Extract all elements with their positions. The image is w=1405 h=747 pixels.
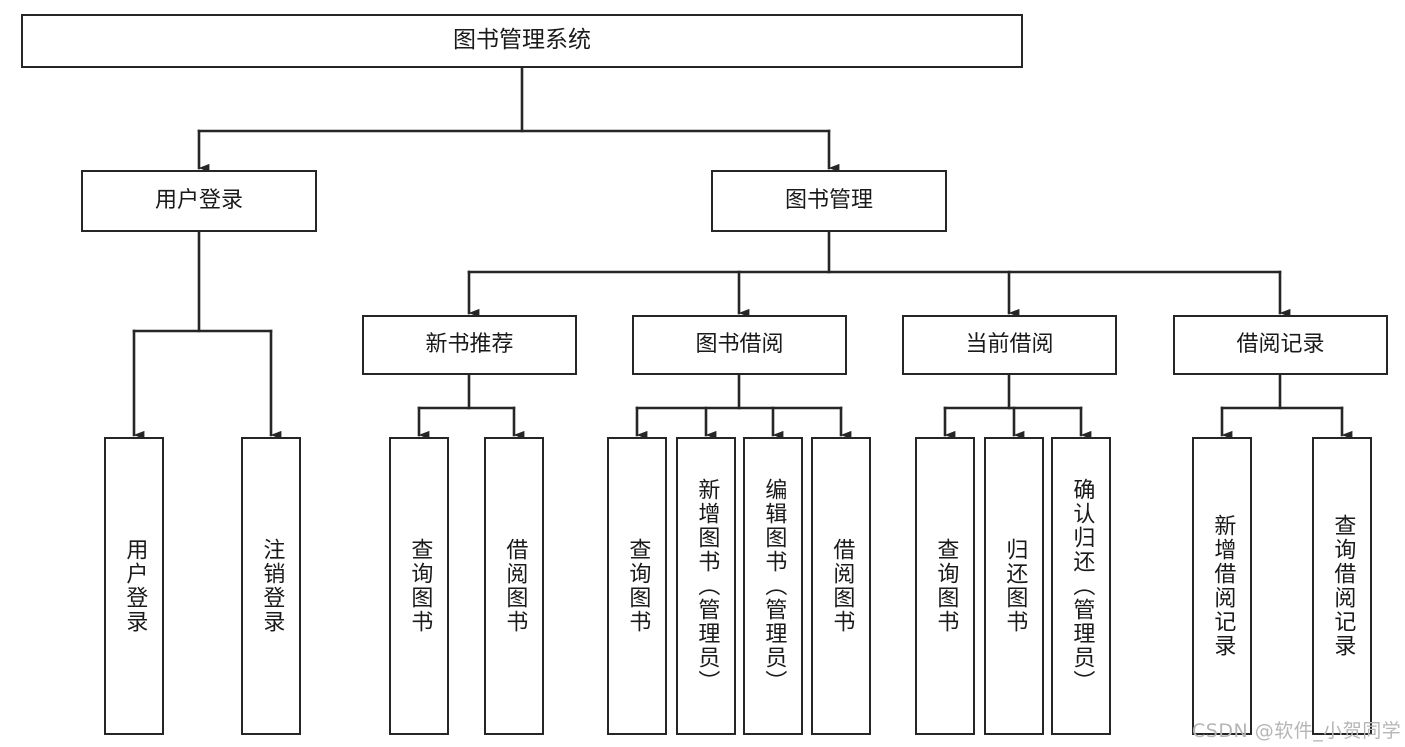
node-leaf-logout-login[interactable]: 注销登录: [241, 437, 301, 735]
node-leaf-confirm-return-admin[interactable]: 确认归还（管理员）: [1051, 437, 1111, 735]
node-leaf-query-book-1[interactable]: 查询图书: [389, 437, 449, 735]
node-leaf-add-borrow-record-label: 新增借阅记录: [1210, 514, 1236, 658]
node-leaf-user-login-label: 用户登录: [122, 538, 148, 634]
node-borrow-record-label: 借阅记录: [1236, 331, 1325, 357]
node-leaf-borrow-book-2-label: 借阅图书: [829, 538, 855, 634]
node-leaf-query-book-3-label: 查询图书: [933, 538, 959, 634]
node-book-borrow-label: 图书借阅: [695, 331, 784, 357]
node-leaf-borrow-book-1[interactable]: 借阅图书: [484, 437, 544, 735]
node-leaf-query-book-1-label: 查询图书: [407, 538, 433, 634]
node-leaf-query-book-3[interactable]: 查询图书: [915, 437, 975, 735]
node-book-manage[interactable]: 图书管理: [711, 170, 947, 232]
node-book-borrow[interactable]: 图书借阅: [632, 315, 847, 375]
node-leaf-edit-book-admin[interactable]: 编辑图书（管理员）: [743, 437, 803, 735]
node-leaf-edit-book-admin-label: 编辑图书（管理员）: [761, 478, 787, 694]
node-borrow-record[interactable]: 借阅记录: [1173, 315, 1388, 375]
node-user-login-label: 用户登录: [154, 187, 243, 213]
node-new-book-recommend[interactable]: 新书推荐: [362, 315, 577, 375]
node-leaf-borrow-book-2[interactable]: 借阅图书: [811, 437, 871, 735]
node-root-label: 图书管理系统: [453, 27, 591, 54]
node-leaf-logout-login-label: 注销登录: [259, 538, 285, 634]
node-leaf-add-book-admin-label: 新增图书（管理员）: [694, 478, 720, 694]
node-leaf-return-book-label: 归还图书: [1002, 538, 1028, 634]
node-user-login[interactable]: 用户登录: [81, 170, 317, 232]
node-leaf-user-login[interactable]: 用户登录: [104, 437, 164, 735]
node-root[interactable]: 图书管理系统: [21, 14, 1023, 68]
node-leaf-query-borrow-record-label: 查询借阅记录: [1330, 514, 1356, 658]
node-current-borrow-label: 当前借阅: [965, 331, 1054, 357]
watermark-text: CSDN @软件_小贺同学: [1192, 720, 1402, 742]
node-current-borrow[interactable]: 当前借阅: [902, 315, 1117, 375]
node-leaf-borrow-book-1-label: 借阅图书: [502, 538, 528, 634]
node-new-book-recommend-label: 新书推荐: [425, 331, 514, 357]
node-leaf-query-book-2[interactable]: 查询图书: [607, 437, 667, 735]
edges: [132, 66, 1353, 440]
node-leaf-query-borrow-record[interactable]: 查询借阅记录: [1312, 437, 1372, 735]
node-leaf-add-borrow-record[interactable]: 新增借阅记录: [1192, 437, 1252, 735]
node-leaf-return-book[interactable]: 归还图书: [984, 437, 1044, 735]
node-leaf-query-book-2-label: 查询图书: [625, 538, 651, 634]
node-book-manage-label: 图书管理: [784, 187, 873, 213]
node-leaf-add-book-admin[interactable]: 新增图书（管理员）: [676, 437, 736, 735]
node-leaf-confirm-return-admin-label: 确认归还（管理员）: [1069, 478, 1095, 694]
